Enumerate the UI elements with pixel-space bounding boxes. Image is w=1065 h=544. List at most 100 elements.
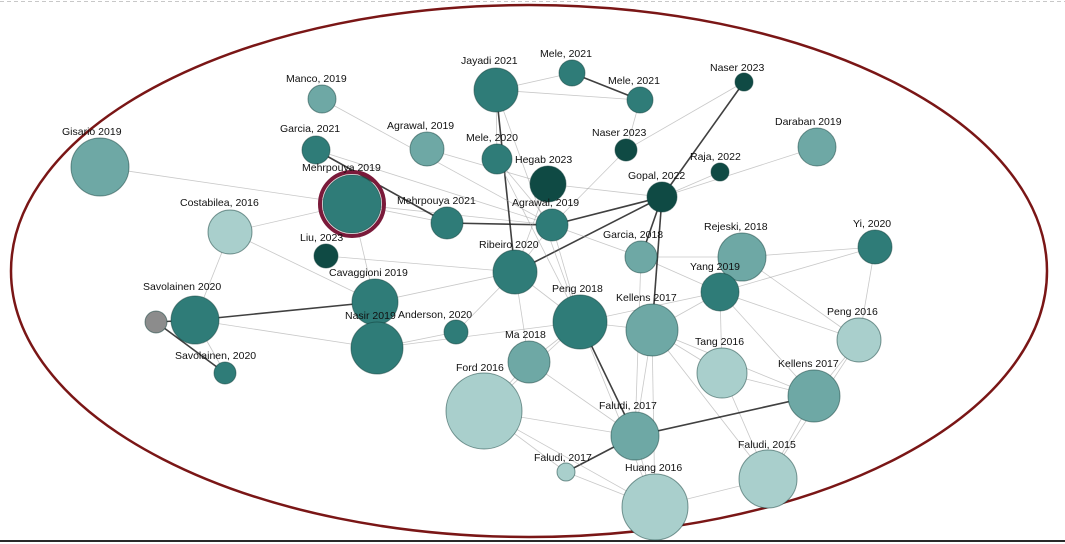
node-manco2019[interactable] xyxy=(307,84,337,114)
node-raja2022[interactable] xyxy=(710,162,730,182)
node-label-yi2020: Yi, 2020 xyxy=(853,218,891,230)
edge-naser2023a-gopal2022 xyxy=(661,81,745,198)
node-label-anderson2020: Anderson, 2020 xyxy=(398,309,472,321)
node-label-garcia2018: Garcia, 2018 xyxy=(603,229,663,241)
node-mehrpouya2021[interactable] xyxy=(430,206,464,240)
edge-mehrpouya2021-agrawal2019b xyxy=(446,222,553,226)
node-ribeiro2020[interactable] xyxy=(492,249,538,295)
node-gopal2022[interactable] xyxy=(646,181,678,213)
node-label-naser2023a: Naser 2023 xyxy=(710,62,764,74)
edge-cavaggioni2019-sipilainen2020 xyxy=(194,301,376,321)
edge-mele2020-peng2018 xyxy=(496,158,581,323)
edge-sipilainen2020-nasir2019 xyxy=(194,319,378,349)
node-label-yang2019: Yang 2019 xyxy=(690,261,740,273)
edge-hegab2023-gopal2022 xyxy=(547,183,663,198)
edge-garcia2021-mehrpouya2021 xyxy=(315,149,448,224)
node-tang2016[interactable] xyxy=(696,347,748,399)
node-mele2021a[interactable] xyxy=(558,59,586,87)
node-label-tang2016: Tang 2016 xyxy=(695,336,744,348)
edge-costabilea2016-cavaggioni2019 xyxy=(229,231,376,303)
node-hegab2023[interactable] xyxy=(529,165,567,203)
node-agrawal2019a[interactable] xyxy=(409,131,445,167)
edge-yang2019-peng2016 xyxy=(719,291,860,341)
node-label-ma2018: Ma 2018 xyxy=(505,329,546,341)
edge-liu2023-ribeiro2020 xyxy=(325,255,516,273)
node-label-agrawal2019a: Agrawal, 2019 xyxy=(387,120,454,132)
node-greynode[interactable] xyxy=(144,310,168,334)
edge-greynode-savolainen2020 xyxy=(155,321,226,374)
node-yi2020[interactable] xyxy=(857,229,893,265)
node-peng2018[interactable] xyxy=(552,294,608,350)
outer-ellipse-boundary xyxy=(9,3,1049,539)
node-agrawal2019b[interactable] xyxy=(535,208,569,242)
node-label-garcia2021: Garcia, 2021 xyxy=(280,123,340,135)
edge-kellens2017b-faludi2017a xyxy=(634,395,815,437)
edge-jayadi2021-mele2021b xyxy=(495,89,641,101)
node-ford2016[interactable] xyxy=(445,372,523,450)
node-label-gopal2022: Gopal, 2022 xyxy=(628,170,685,182)
node-kellens2017a[interactable] xyxy=(625,303,679,357)
node-gisario2019[interactable] xyxy=(70,137,130,197)
node-mele2020[interactable] xyxy=(481,143,513,175)
node-rejeski2018[interactable] xyxy=(717,232,767,282)
node-ma2018[interactable] xyxy=(507,340,551,384)
node-label-liu2023: Liu, 2023 xyxy=(300,232,343,244)
node-nasir2019[interactable] xyxy=(350,321,404,375)
node-label-kellens2017a: Kellens 2017 xyxy=(616,292,677,304)
node-label-peng2018: Peng 2018 xyxy=(552,283,603,295)
node-label-mele2020: Mele, 2020 xyxy=(466,132,518,144)
node-costabilea2016[interactable] xyxy=(207,209,253,255)
node-mele2021b[interactable] xyxy=(626,86,654,114)
node-garcia2018[interactable] xyxy=(624,240,658,274)
node-faludi2017b[interactable] xyxy=(556,462,576,482)
node-daraban2019[interactable] xyxy=(797,127,837,167)
node-label-mehrpouya2019: Mehrpouya 2019 xyxy=(302,162,381,174)
edge-gisario2019-mehrpouya2019 xyxy=(99,166,353,205)
edge-yang2019-yi2020 xyxy=(719,246,876,293)
nodes-layer xyxy=(70,59,893,541)
edge-daraban2019-gopal2022 xyxy=(661,146,818,198)
node-mehrpouya2019[interactable] xyxy=(322,174,382,234)
node-label-mehrpouya2021: Mehrpouya 2021 xyxy=(397,195,476,207)
node-jayadi2021[interactable] xyxy=(473,67,519,113)
node-yang2019[interactable] xyxy=(700,272,740,312)
node-peng2016[interactable] xyxy=(836,317,882,363)
node-label-gisario2019: Gisario 2019 xyxy=(62,126,122,138)
node-label-faludi2017a: Faludi, 2017 xyxy=(599,400,657,412)
node-label-faludi2017b: Faludi, 2017 xyxy=(534,452,592,464)
node-savolainen2020[interactable] xyxy=(213,361,237,385)
node-label-ford2016: Ford 2016 xyxy=(456,362,504,374)
node-label-agrawal2019b: Agrawal, 2019 xyxy=(512,197,579,209)
node-label-kellens2017b: Kellens 2017 xyxy=(778,358,839,370)
node-label-costabilea2016: Costabilea, 2016 xyxy=(180,197,259,209)
node-label-sipilainen2020: Savolainen 2020 xyxy=(143,281,221,293)
edge-jayadi2021-ribeiro2020 xyxy=(495,89,516,273)
node-faludi2015[interactable] xyxy=(738,449,798,509)
node-kellens2017b[interactable] xyxy=(787,369,841,423)
edge-agrawal2019b-gopal2022 xyxy=(551,196,663,226)
node-liu2023[interactable] xyxy=(313,243,339,269)
node-huang2016[interactable] xyxy=(621,473,689,541)
node-label-daraban2019: Daraban 2019 xyxy=(775,116,842,128)
edge-naser2023b-agrawal2019b xyxy=(551,149,627,226)
node-garcia2021[interactable] xyxy=(301,135,331,165)
node-label-savolainen2020: Savolainen, 2020 xyxy=(175,350,256,362)
node-label-peng2016: Peng 2016 xyxy=(827,306,878,318)
node-sipilainen2020[interactable] xyxy=(170,295,220,345)
node-label-raja2022: Raja, 2022 xyxy=(690,151,741,163)
node-label-naser2023b: Naser 2023 xyxy=(592,127,646,139)
node-label-mele2021a: Mele, 2021 xyxy=(540,48,592,60)
node-naser2023a[interactable] xyxy=(734,72,754,92)
edge-gopal2022-ribeiro2020 xyxy=(514,196,663,273)
node-label-cavaggioni2019: Cavaggioni 2019 xyxy=(329,267,408,279)
node-highlight-ring xyxy=(318,170,386,238)
node-label-ribeiro2020: Ribeiro 2020 xyxy=(479,239,539,251)
node-label-huang2016: Huang 2016 xyxy=(625,462,682,474)
node-label-manco2019: Manco, 2019 xyxy=(286,73,347,85)
node-faludi2017a[interactable] xyxy=(610,411,660,461)
node-anderson2020[interactable] xyxy=(443,319,469,345)
node-naser2023b[interactable] xyxy=(614,138,638,162)
